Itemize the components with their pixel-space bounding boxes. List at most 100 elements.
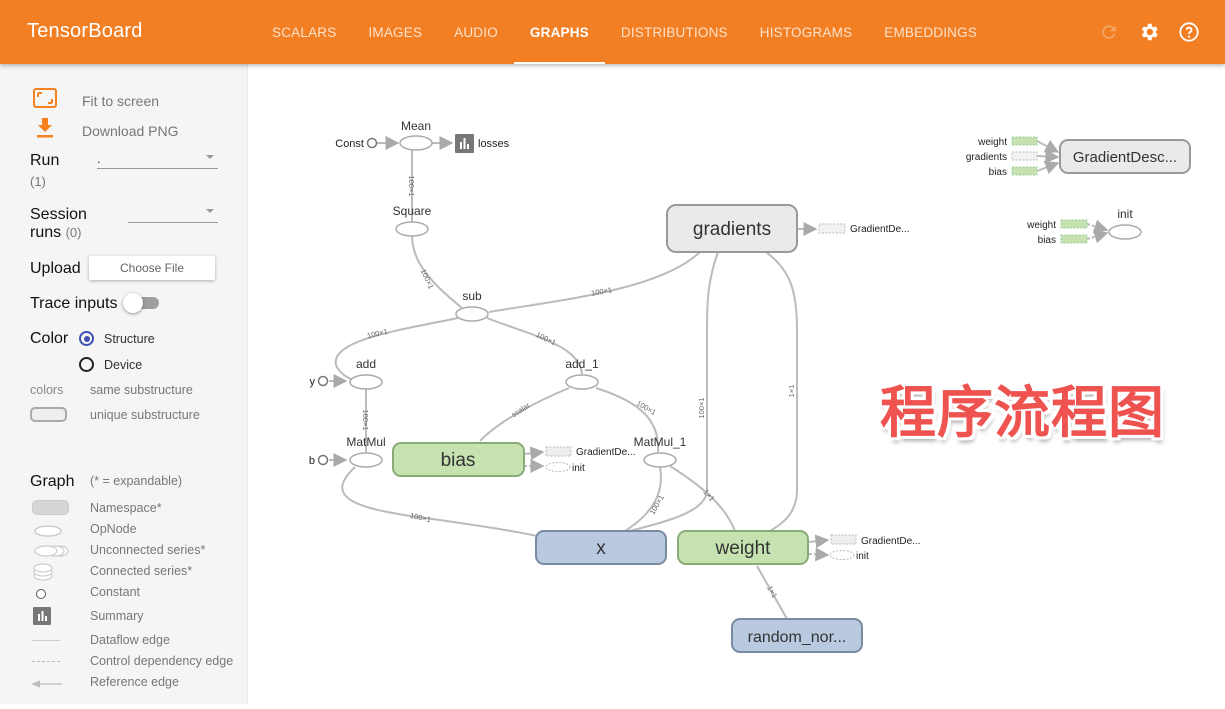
session-label-1: Session bbox=[30, 206, 87, 223]
app-title: TensorBoard bbox=[27, 20, 143, 42]
b-node[interactable] bbox=[317, 454, 329, 466]
control-dependency-edge-icon bbox=[32, 661, 60, 662]
graph-canvas[interactable]: 100×1 100×1 100×1 100×1 100×1 100×1 scal… bbox=[249, 64, 1225, 704]
run-dropdown[interactable]: . bbox=[97, 151, 218, 169]
help-icon[interactable] bbox=[1177, 20, 1201, 44]
download-png-label: Download PNG bbox=[82, 122, 179, 139]
namespace-icon bbox=[32, 500, 69, 515]
weight-label: weight bbox=[715, 538, 772, 559]
edge-matmul1-weight bbox=[669, 465, 736, 532]
edge-add1-bias bbox=[479, 387, 570, 442]
edge-label: scalar bbox=[510, 400, 532, 419]
run-count: (1) bbox=[30, 174, 46, 189]
init-label: init bbox=[1117, 207, 1133, 221]
gd-in-weight bbox=[1011, 136, 1038, 146]
edge-add1-matmul1 bbox=[595, 387, 660, 453]
trace-inputs-label: Trace inputs bbox=[30, 295, 118, 312]
edge-weight-init bbox=[808, 547, 830, 562]
y-node[interactable] bbox=[317, 375, 329, 387]
edge-gradients-x bbox=[629, 251, 719, 532]
edge-gradients-weight bbox=[765, 251, 798, 532]
edge-label: 100×1 bbox=[648, 493, 666, 516]
edge-gd-weight-in bbox=[1036, 139, 1060, 153]
legend-dataflow-edge: Dataflow edge bbox=[90, 633, 170, 647]
gradient-descent-node[interactable]: GradientDesc... bbox=[1059, 139, 1191, 174]
tab-distributions[interactable]: DISTRIBUTIONS bbox=[620, 24, 728, 40]
sidebar: Fit to screen Download PNG Run (1) . Ses… bbox=[0, 64, 248, 704]
fit-to-screen-button[interactable]: Fit to screen bbox=[33, 88, 159, 113]
edge-label: 100×1 bbox=[535, 330, 558, 347]
color-label: Color bbox=[30, 330, 69, 347]
dataflow-edge-icon bbox=[32, 640, 60, 641]
init-in-bias bbox=[1060, 234, 1088, 244]
edge-gd-bias-in bbox=[1036, 160, 1060, 175]
const-node[interactable] bbox=[366, 137, 378, 149]
session-runs-dropdown[interactable] bbox=[128, 205, 218, 223]
matmul-1-label: MatMul_1 bbox=[634, 435, 687, 449]
edge-bias-gd bbox=[523, 446, 545, 461]
bias-init-label: init bbox=[572, 463, 585, 474]
radio-device[interactable] bbox=[79, 357, 94, 372]
constant-icon bbox=[35, 587, 47, 605]
edges bbox=[329, 136, 1109, 620]
init-node[interactable] bbox=[1108, 224, 1142, 240]
same-substructure-label: same substructure bbox=[90, 383, 193, 397]
gradients-gd-aux bbox=[818, 223, 846, 234]
summary-icon[interactable] bbox=[455, 134, 474, 153]
matmul-node[interactable] bbox=[349, 452, 383, 468]
edge-label: 1×1 bbox=[765, 584, 779, 600]
add-node[interactable] bbox=[349, 374, 383, 390]
edge-label: 100×1 bbox=[419, 267, 436, 290]
gradients-node[interactable]: gradients bbox=[666, 204, 798, 253]
trace-inputs-toggle[interactable] bbox=[123, 293, 161, 313]
gd-in-weight-label: weight bbox=[977, 137, 1007, 148]
square-label: Square bbox=[393, 204, 432, 218]
sub-node[interactable] bbox=[455, 306, 489, 322]
edge-sub-add bbox=[334, 317, 459, 381]
tab-scalars[interactable]: SCALARS bbox=[272, 24, 337, 40]
top-app-bar: TensorBoard SCALARS IMAGES AUDIO GRAPHS … bbox=[0, 0, 1225, 64]
choose-file-button[interactable]: Choose File bbox=[89, 256, 215, 280]
fit-to-screen-icon bbox=[33, 88, 57, 113]
colors-label: colors bbox=[30, 383, 64, 397]
init-in-weight-label: weight bbox=[1026, 220, 1056, 231]
weight-node[interactable]: weight bbox=[677, 530, 809, 565]
refresh-icon[interactable] bbox=[1097, 20, 1121, 44]
settings-icon[interactable] bbox=[1137, 20, 1161, 44]
add-1-node[interactable] bbox=[565, 374, 599, 390]
radio-structure[interactable] bbox=[79, 331, 94, 346]
const-label: Const bbox=[335, 138, 364, 150]
bias-node[interactable]: bias bbox=[392, 442, 525, 477]
tab-images[interactable]: IMAGES bbox=[368, 24, 423, 40]
download-png-button[interactable]: Download PNG bbox=[36, 118, 179, 143]
square-node[interactable] bbox=[395, 221, 429, 237]
x-label: x bbox=[596, 538, 606, 559]
fit-to-screen-label: Fit to screen bbox=[82, 92, 160, 109]
graph-svg[interactable]: 100×1 100×1 100×1 100×1 100×1 100×1 scal… bbox=[249, 64, 1225, 704]
opnode-icon bbox=[33, 524, 63, 542]
device-label: Device bbox=[104, 358, 143, 372]
tab-embeddings[interactable]: EMBEDDINGS bbox=[884, 24, 978, 40]
bias-label: bias bbox=[441, 450, 476, 471]
gd-in-bias-label: bias bbox=[989, 167, 1007, 178]
bias-init-aux bbox=[545, 462, 571, 472]
edge-sub-gradients bbox=[488, 251, 701, 313]
tab-audio[interactable]: AUDIO bbox=[454, 24, 498, 40]
gradient-descent-label: GradientDesc... bbox=[1073, 149, 1177, 166]
matmul-1-node[interactable] bbox=[643, 452, 677, 468]
legend-constant: Constant bbox=[90, 585, 141, 599]
chevron-down-icon bbox=[206, 209, 214, 213]
tab-graphs[interactable]: GRAPHS bbox=[513, 0, 605, 64]
legend-namespace: Namespace* bbox=[90, 501, 162, 515]
mean-node[interactable] bbox=[399, 135, 433, 151]
edge-label: 1×1 bbox=[787, 385, 796, 398]
edge-weight-gd bbox=[808, 534, 830, 549]
matmul-label: MatMul bbox=[346, 435, 385, 449]
x-node[interactable]: x bbox=[535, 530, 667, 565]
random-normal-node[interactable]: random_nor... bbox=[731, 618, 863, 653]
tab-histograms[interactable]: HISTOGRAMS bbox=[759, 24, 853, 40]
overlay-title: 程序流程图 bbox=[880, 381, 1165, 446]
unconnected-series-icon bbox=[33, 544, 71, 562]
legend-reference-edge: Reference edge bbox=[90, 675, 179, 689]
edge-sub-square bbox=[411, 234, 463, 309]
